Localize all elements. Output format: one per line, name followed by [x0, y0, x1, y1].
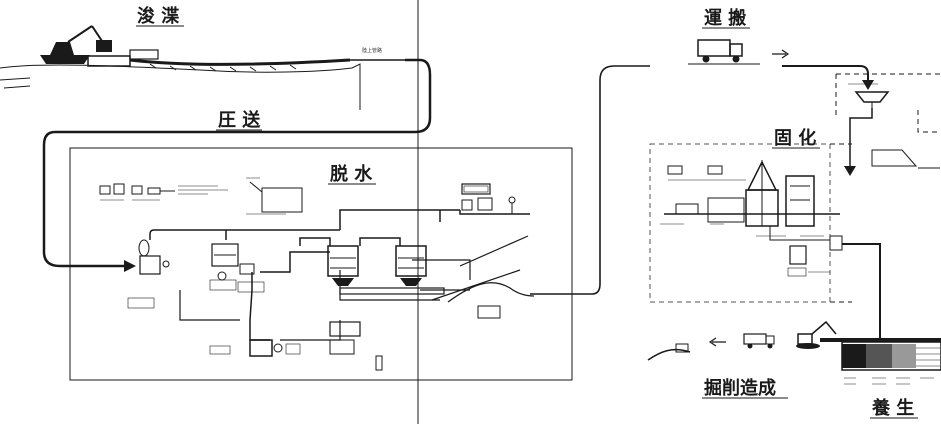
excavation-section: 掘削造成 — [647, 320, 837, 399]
solidification-frame — [649, 143, 831, 303]
curing-section: 養 生 — [820, 338, 941, 419]
dewatered-flow-line — [530, 65, 650, 295]
receiving-tank-icon — [127, 239, 170, 309]
dredger-icon — [40, 25, 112, 64]
storage-shed-icon — [871, 149, 940, 169]
spoil-mound-icon — [647, 343, 691, 361]
excavator-icon — [796, 320, 837, 349]
curing-title: 養 生 — [871, 397, 914, 419]
tank-box-icon — [246, 177, 303, 215]
filter-press-1-icon — [327, 245, 359, 286]
land-pipe-label: 陸上管路 — [362, 47, 382, 54]
dredging-title: 浚 渫 — [137, 5, 179, 27]
sludge-pump-icon — [209, 339, 301, 357]
dewatering-frame — [69, 147, 573, 381]
stockyard-label-box — [477, 305, 501, 319]
transport-section: 運 搬 — [688, 7, 874, 90]
silo-plant-icon — [660, 160, 840, 227]
transport-arrow-icon — [772, 49, 790, 59]
transport-title: 運 搬 — [704, 7, 746, 29]
belt-conveyor-icon — [339, 235, 535, 303]
excavation-truck-icon — [743, 333, 775, 349]
dewatering-title: 脱 水 — [330, 163, 373, 185]
chemical-feed-icon — [99, 183, 228, 201]
hopper-icon — [848, 83, 890, 108]
pumping-arrow-icon — [124, 260, 136, 272]
dewatering-section: 脱 水 — [69, 147, 573, 381]
pumping-title: 圧 送 — [218, 109, 261, 131]
settling-unit-icon — [329, 321, 383, 371]
excavation-title: 掘削造成 — [704, 377, 776, 399]
floating-pipeline-icon — [87, 49, 351, 72]
control-panel-icon — [461, 183, 516, 214]
dump-truck-icon — [688, 39, 760, 65]
control-room-icon — [756, 226, 843, 277]
solidification-title: 固 化 — [774, 127, 816, 149]
dredging-section: 浚 渫 陸上管路 — [0, 5, 415, 110]
pumping-flow-line — [42, 58, 432, 268]
filter-press-2-icon — [395, 245, 427, 286]
thickener-icon — [209, 243, 265, 293]
solidification-section: 固 化 — [649, 73, 940, 340]
excavation-arrow-icon — [708, 337, 726, 347]
